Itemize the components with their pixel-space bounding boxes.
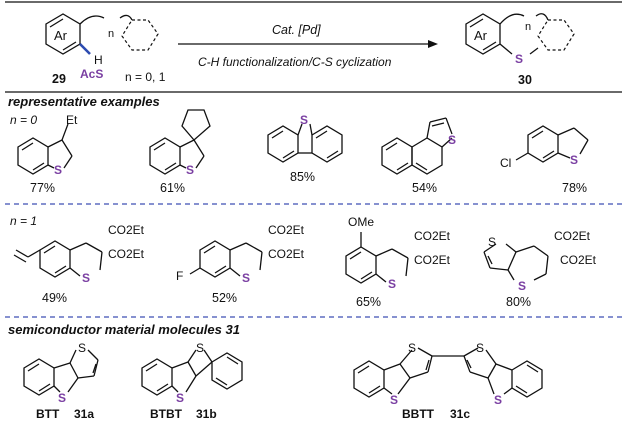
bbtt-name: BBTT [402, 407, 435, 421]
example-7-group-2: CO2Et [268, 247, 305, 261]
example-6-group-2: CO2Et [108, 247, 145, 261]
example-2-yield: 61% [160, 181, 185, 195]
btt-code: 31a [74, 407, 94, 421]
substrate-h-label: H [94, 53, 103, 67]
bbtt-right-sulfur: S [494, 393, 502, 407]
example-7-yield: 52% [212, 291, 237, 305]
btt-name: BTT [36, 407, 60, 421]
example-1-structure [17, 123, 73, 175]
product-30-structure [465, 13, 575, 55]
example-4-structure [381, 117, 453, 175]
btbt-top-sulfur: S [196, 341, 204, 355]
example-8-structure [345, 232, 409, 284]
example-5-structure [515, 125, 589, 163]
btbt-code: 31b [196, 407, 217, 421]
bbtt-right-thiophene-sulfur: S [476, 341, 484, 355]
example-1-yield: 77% [30, 181, 55, 195]
bbtt-code: 31c [450, 407, 470, 421]
example-4-yield: 54% [412, 181, 437, 195]
product-label: 30 [518, 73, 532, 87]
example-3-yield: 85% [290, 170, 315, 184]
btbt-structure [141, 349, 243, 396]
example-6-group-1: CO2Et [108, 223, 145, 237]
example-8-sulfur: S [388, 277, 396, 291]
example-7-sulfur: S [242, 271, 250, 285]
example-3-structure [267, 123, 343, 163]
example-9-sulfur: S [518, 279, 526, 293]
substrate-29-structure [45, 13, 159, 55]
example-2-structure [149, 109, 211, 175]
n-condition: n = 0, 1 [125, 70, 166, 84]
example-7-substituent: F [176, 269, 183, 283]
bbtt-left-sulfur: S [390, 393, 398, 407]
catalyst-label: Cat. [Pd] [272, 23, 321, 37]
product-ring-label: Ar [474, 28, 488, 43]
reaction-arrow [178, 40, 438, 48]
substrate-label: 29 [52, 72, 66, 86]
example-5-sulfur: S [570, 153, 578, 167]
example-9-yield: 80% [506, 295, 531, 309]
product-n-label: n [525, 21, 531, 33]
section3-title: semiconductor material molecules 31 [8, 322, 240, 337]
section2-n-label: n = 1 [10, 214, 37, 228]
example-9-group-1: CO2Et [554, 229, 591, 243]
product-s-label: S [515, 52, 523, 66]
bbtt-left-thiophene-sulfur: S [408, 341, 416, 355]
example-3-sulfur: S [300, 113, 308, 127]
example-9-thiophene-sulfur: S [488, 235, 496, 249]
example-6-sulfur: S [82, 271, 90, 285]
btt-structure [23, 349, 99, 396]
section1-title: representative examples [8, 94, 160, 109]
example-8-group-2: CO2Et [414, 253, 451, 267]
example-1-substituent: Et [66, 113, 78, 127]
example-2-sulfur: S [186, 163, 194, 177]
substrate-n-label: n [108, 28, 114, 40]
section1-n-label: n = 0 [10, 113, 37, 127]
example-7-group-1: CO2Et [268, 223, 305, 237]
example-6-structure [13, 240, 103, 278]
substrate-acs-label: AcS [80, 67, 103, 81]
example-9-group-2: CO2Et [560, 253, 597, 267]
example-8-substituent: OMe [348, 215, 374, 229]
example-5-yield: 78% [562, 181, 587, 195]
example-8-yield: 65% [356, 295, 381, 309]
example-6-yield: 49% [42, 291, 67, 305]
example-7-structure [189, 240, 263, 278]
process-label: C-H functionalization/C-S cyclization [198, 55, 392, 69]
substrate-ring-label: Ar [54, 28, 68, 43]
example-5-substituent: Cl [500, 156, 511, 170]
btbt-name: BTBT [150, 407, 183, 421]
example-1-sulfur: S [54, 163, 62, 177]
btt-sulfur: S [58, 391, 66, 405]
btbt-sulfur: S [176, 391, 184, 405]
example-8-group-1: CO2Et [414, 229, 451, 243]
bbtt-structure [353, 347, 543, 398]
example-9-structure [483, 243, 549, 281]
example-4-sulfur: S [448, 133, 456, 147]
btt-thiophene-sulfur: S [78, 341, 86, 355]
